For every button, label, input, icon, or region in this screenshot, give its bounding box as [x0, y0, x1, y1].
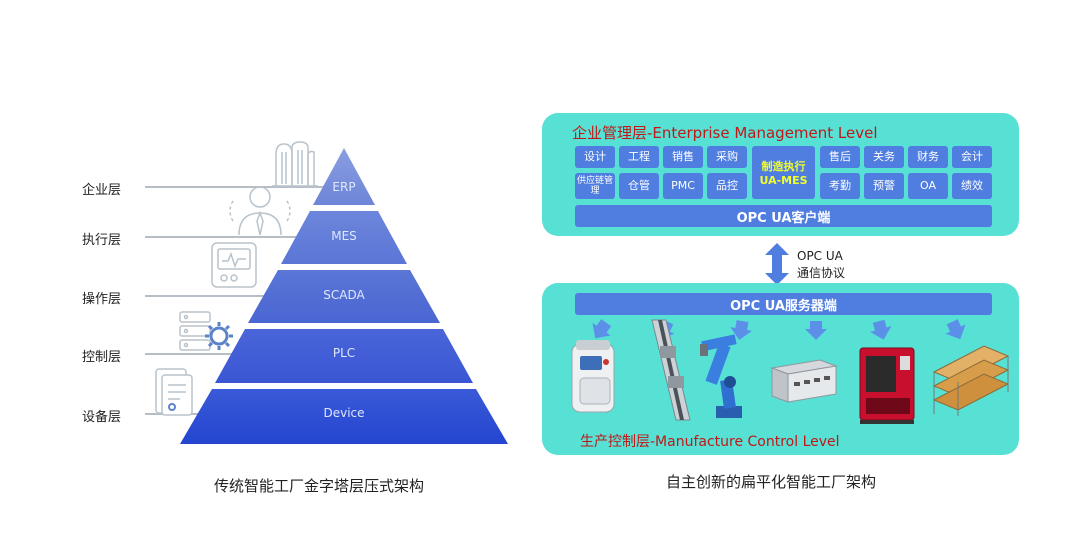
pyramid-label-mes: MES — [331, 229, 357, 243]
layer-label-operation: 操作层 — [82, 292, 122, 307]
pyramid-tier-plc — [215, 329, 473, 383]
module-supply-chain: 供应链管理 — [575, 173, 615, 199]
enterprise-title: 企业管理层-Enterprise Management Level — [572, 124, 878, 142]
opc-ua-server-bar: OPC UA服务器端 — [575, 293, 992, 315]
pyramid-caption: 传统智能工厂金字塔层压式架构 — [214, 477, 425, 495]
layer-label-enterprise: 企业层 — [82, 183, 122, 198]
industrial-pc-icon — [770, 359, 838, 403]
server-gear-icon — [179, 311, 233, 351]
module-sales: 销售 — [663, 146, 703, 168]
pyramid-label-erp: ERP — [332, 180, 356, 194]
pyramid-label-device: Device — [323, 406, 365, 420]
conveyor-icon — [651, 319, 691, 421]
down-arrow-icon — [870, 319, 892, 340]
module-accounting: 会计 — [952, 146, 992, 168]
mes-module: 制造执行UA-MES — [752, 146, 815, 199]
double-arrow-icon — [765, 243, 789, 285]
pyramid-tier-device — [180, 389, 508, 444]
module-procurement: 采购 — [707, 146, 747, 168]
pyramid-label-scada: SCADA — [323, 288, 365, 302]
layer-label-execution: 执行层 — [82, 233, 122, 248]
module-warehouse: 仓管 — [619, 173, 659, 199]
module-quality: 品控 — [707, 173, 747, 199]
module-performance: 绩效 — [952, 173, 992, 199]
flat-caption: 自主创新的扁平化智能工厂架构 — [666, 473, 877, 491]
pyramid-tier-mes — [281, 211, 407, 264]
layer-label-device: 设备层 — [82, 410, 122, 425]
leader-line — [145, 295, 275, 297]
module-customs: 关务 — [864, 146, 904, 168]
down-arrow-icon — [730, 320, 753, 340]
leader-line — [145, 353, 255, 355]
down-arrow-icon — [592, 319, 612, 339]
pyramid-tier-scada — [248, 270, 440, 323]
module-alert: 预警 — [864, 173, 904, 199]
down-arrow-icon — [945, 319, 966, 340]
document-icon — [155, 368, 193, 416]
comm-line-1: OPC UA — [797, 249, 843, 263]
manufacture-title: 生产控制层-Manufacture Control Level — [580, 434, 840, 450]
person-icon — [229, 186, 291, 236]
module-engineering: 工程 — [619, 146, 659, 168]
opc-ua-client-bar: OPC UA客户端 — [575, 205, 992, 227]
leader-line — [145, 186, 325, 188]
comm-line-2: 通信协议 — [797, 266, 846, 280]
leader-line — [145, 236, 305, 238]
pyramid-shape — [180, 148, 508, 444]
monitor-icon — [211, 242, 257, 288]
layer-label-control: 控制层 — [82, 350, 122, 365]
module-attendance: 考勤 — [820, 173, 860, 199]
module-finance: 财务 — [908, 146, 948, 168]
machine-icon — [571, 340, 615, 413]
pyramid-tier-erp — [313, 148, 375, 205]
module-pmc: PMC — [663, 173, 703, 199]
comm-protocol-label: OPC UA 通信协议 — [797, 248, 845, 282]
down-arrow-icon — [805, 321, 827, 340]
module-design: 设计 — [575, 146, 615, 168]
warehouse-rack-icon — [932, 345, 1010, 416]
robot-arm-icon — [700, 334, 742, 418]
cnc-machine-icon — [859, 347, 915, 424]
building-icon — [272, 141, 318, 187]
pyramid-label-plc: PLC — [332, 346, 356, 360]
module-oa: OA — [908, 173, 948, 199]
module-after-sales: 售后 — [820, 146, 860, 168]
